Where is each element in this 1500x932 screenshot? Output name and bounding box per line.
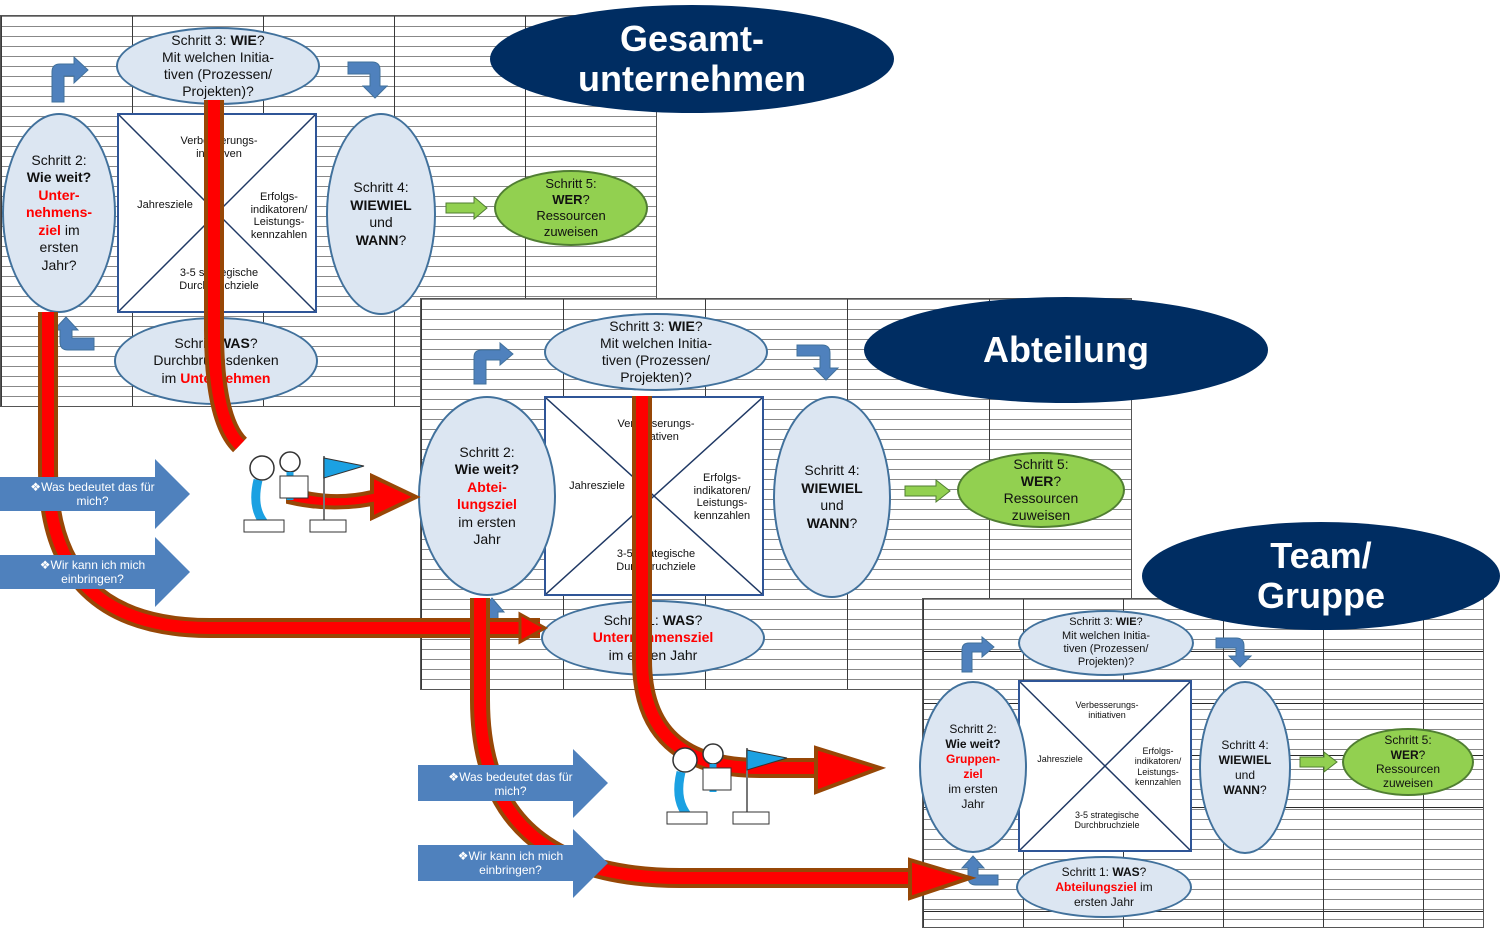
callout-arrow-3 bbox=[418, 749, 608, 818]
cycle-arrow-right-down-2 bbox=[796, 344, 840, 381]
cycle-arrow-left-up-1 bbox=[52, 316, 95, 351]
red-flow-arrowhead-2 bbox=[814, 745, 887, 795]
team-figures-illustration-2 bbox=[666, 743, 788, 825]
callout-arrow-1 bbox=[0, 459, 190, 529]
green-arrow-3 bbox=[1299, 750, 1338, 774]
red-flow-arrow-to-abteilung bbox=[286, 472, 421, 522]
cycle-arrow-up-right-2 bbox=[473, 341, 514, 385]
matrix-left: Jahresziele bbox=[1037, 754, 1083, 764]
team-figures-illustration-1 bbox=[243, 451, 365, 533]
cycle-arrow-up-right-1 bbox=[51, 55, 89, 103]
matrix-right: Erfolgs-indikatoren/ Leistungs-kennzahle… bbox=[693, 472, 751, 522]
level-title-gesamtunternehmen: Gesamt-unternehmen bbox=[490, 5, 894, 113]
red-flow-arrow-vertical-2 bbox=[632, 396, 820, 778]
matrix-bottom: 3-5 strategische Durchbruchziele bbox=[1074, 810, 1140, 831]
matrix-top: Verbesserungs-initiativen bbox=[1075, 700, 1139, 721]
cycle-arrow-up-right-3 bbox=[961, 635, 995, 673]
level-title-team-gruppe: Team/Gruppe bbox=[1142, 522, 1500, 630]
callout-arrow-2 bbox=[0, 537, 190, 607]
matrix-right: Erfolgs-indikatoren/ Leistungs-kennzahle… bbox=[1134, 746, 1182, 788]
red-flow-arrow-vertical-1 bbox=[204, 100, 248, 453]
green-arrow-2 bbox=[904, 478, 951, 504]
step3-ellipse-3: Schritt 3: WIE?Mit welchen Initia-tiven … bbox=[1018, 610, 1194, 676]
step3-ellipse-1: Schritt 3: WIE?Mit welchen Initia-tiven … bbox=[116, 27, 320, 105]
cycle-arrow-right-down-1 bbox=[347, 61, 389, 99]
matrix-left: Jahresziele bbox=[137, 199, 193, 211]
level-title-abteilung: Abteilung bbox=[864, 297, 1268, 403]
cycle-arrow-right-down-3 bbox=[1215, 637, 1253, 668]
step3-ellipse-2: Schritt 3: WIE?Mit welchen Initia-tiven … bbox=[544, 313, 768, 391]
step2-ellipse-1: Schritt 2:Wie weit?Unter-nehmens-ziel im… bbox=[2, 113, 116, 313]
red-flow-arrowhead-3 bbox=[908, 857, 977, 901]
red-flow-arrow-curve-left-2 bbox=[470, 598, 920, 888]
callout-arrow-4 bbox=[418, 829, 608, 898]
matrix-box-3: Verbesserungs-initiativen Jahresziele Er… bbox=[1018, 680, 1192, 852]
matrix-right: Erfolgs-indikatoren/ Leistungs-kennzahle… bbox=[250, 191, 308, 241]
matrix-left: Jahresziele bbox=[569, 480, 625, 492]
green-arrow-1 bbox=[445, 195, 488, 221]
red-flow-arrowhead-1 bbox=[518, 611, 549, 645]
